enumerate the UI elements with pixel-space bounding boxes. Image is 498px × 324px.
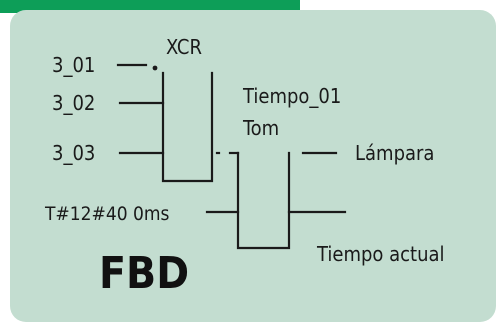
timer-instance-name: Tiempo_01 xyxy=(242,84,341,108)
diagram-panel xyxy=(10,10,496,322)
header-accent-bar xyxy=(0,0,300,13)
xcr-input-2: 3_02 xyxy=(52,91,165,115)
timer-type-label: Tom xyxy=(242,116,279,140)
lampara-label: Lámpara xyxy=(355,141,434,165)
timer-block: Tiempo_01 Tom xyxy=(228,84,341,250)
input-label-3-02: 3_02 xyxy=(52,91,95,115)
timer-output-q: Lámpara xyxy=(301,141,434,165)
input-label-3-01: 3_01 xyxy=(52,53,95,77)
xcr-input-3: 3_03 xyxy=(52,141,165,165)
preset-time-label: T#12#40 0ms xyxy=(44,203,170,225)
xcr-block-label: XCR xyxy=(166,35,202,59)
input-label-3-03: 3_03 xyxy=(52,141,95,165)
timer-block-outline xyxy=(236,151,291,250)
language-caption: FBD xyxy=(99,248,189,299)
xcr-block-outline xyxy=(161,71,214,183)
xcr-input-1: 3_01 xyxy=(52,53,158,77)
timer-preset-input: T#12#40 0ms xyxy=(44,203,240,225)
timer-output-et: Tiempo actual xyxy=(287,210,445,266)
negation-dot xyxy=(152,65,158,71)
xcr-block: XCR xyxy=(161,35,214,183)
elapsed-label: Tiempo actual xyxy=(316,242,445,266)
